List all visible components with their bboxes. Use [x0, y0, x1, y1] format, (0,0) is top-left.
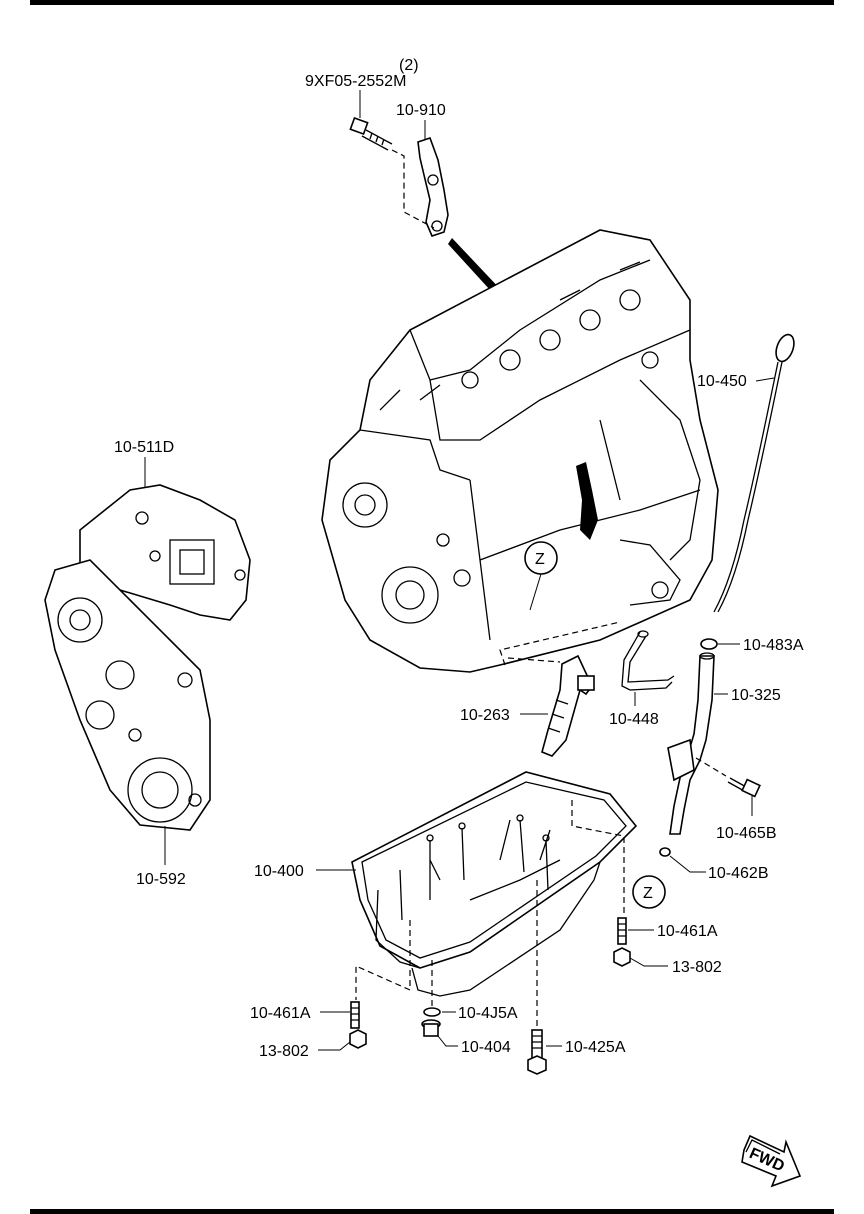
dashed-guide-right-stud	[571, 800, 625, 916]
dipstick-tube-10-325-drawing	[667, 652, 715, 835]
dashed-guide-bracket	[391, 149, 435, 229]
part-label-10-592: 10-592	[136, 871, 186, 888]
part-label-10-483a: 10-483A	[743, 637, 804, 654]
leader-13-802-right	[629, 957, 668, 967]
dashed-guide-pan-top	[499, 621, 621, 666]
part-label-10-400: 10-400	[254, 863, 304, 880]
bracket-10-910-drawing	[417, 136, 449, 237]
oil-sensor-10-263-drawing	[541, 654, 595, 757]
z-reference-bottom-label: Z	[643, 885, 653, 902]
dashed-guide-10-465b	[695, 757, 727, 777]
part-label-10-425a: 10-425A	[565, 1039, 626, 1056]
dashed-guide-left-stud	[355, 920, 411, 1000]
engine-block-drawing	[321, 229, 719, 673]
dipstick-10-450-drawing	[713, 333, 795, 613]
stud-10-461a-left-drawing	[350, 1001, 360, 1029]
bottom-border-rule	[30, 1209, 834, 1214]
drain-plug-10-404-drawing	[421, 1019, 441, 1037]
leader-10-404	[437, 1035, 458, 1047]
o-ring-10-462b-drawing	[659, 847, 671, 857]
part-label-10-910: 10-910	[396, 102, 446, 119]
part-label-10-511d: 10-511D	[114, 439, 174, 456]
part-label-10-263: 10-263	[460, 707, 510, 724]
z-reference-bottom: Z	[632, 875, 666, 909]
timing-cover-lower-drawing	[44, 559, 211, 831]
nut-13-802-right-drawing	[613, 947, 631, 967]
z-reference-top-label: Z	[535, 551, 545, 568]
nut-13-802-left-drawing	[349, 1029, 367, 1049]
bolt-10-465b-drawing	[727, 777, 761, 798]
part-label-10-4j5a: 10-4J5A	[458, 1005, 518, 1022]
oil-pan-10-400-drawing	[351, 771, 638, 997]
part-label-10-404: 10-404	[461, 1039, 511, 1056]
stud-10-461a-right-drawing	[617, 917, 627, 945]
o-ring-10-483a-drawing	[700, 638, 718, 650]
part-label-10-465b: 10-465B	[716, 825, 777, 842]
part-label-9xf05-2552m: 9XF05-2552M	[305, 73, 406, 90]
bolt-10-425a-drawing	[527, 1029, 547, 1075]
part-label-10-325: 10-325	[731, 687, 781, 704]
z-reference-top: Z	[524, 541, 558, 575]
bolt-9xf05-drawing	[349, 116, 393, 151]
top-border-rule	[30, 0, 834, 5]
pipe-10-448-drawing	[621, 630, 675, 691]
dashed-guide-10-263	[507, 657, 561, 663]
fwd-arrow-icon: FWD	[741, 1134, 802, 1188]
part-label-10-450: 10-450	[697, 373, 747, 390]
part-label-13-802-right: 13-802	[672, 959, 722, 976]
leader-10-462b	[669, 855, 706, 873]
leader-10-450	[755, 377, 775, 382]
part-label-10-462b: 10-462B	[708, 865, 769, 882]
part-label-10-461a-left: 10-461A	[250, 1005, 311, 1022]
part-label-13-802-left: 13-802	[259, 1043, 309, 1060]
z-leader-top	[529, 573, 542, 611]
leader-13-802-left	[318, 1041, 351, 1051]
qty-label: (2)	[399, 57, 419, 74]
washer-10-4j5a-drawing	[423, 1007, 441, 1017]
part-label-10-448: 10-448	[609, 711, 659, 728]
part-label-10-461a-right: 10-461A	[657, 923, 718, 940]
